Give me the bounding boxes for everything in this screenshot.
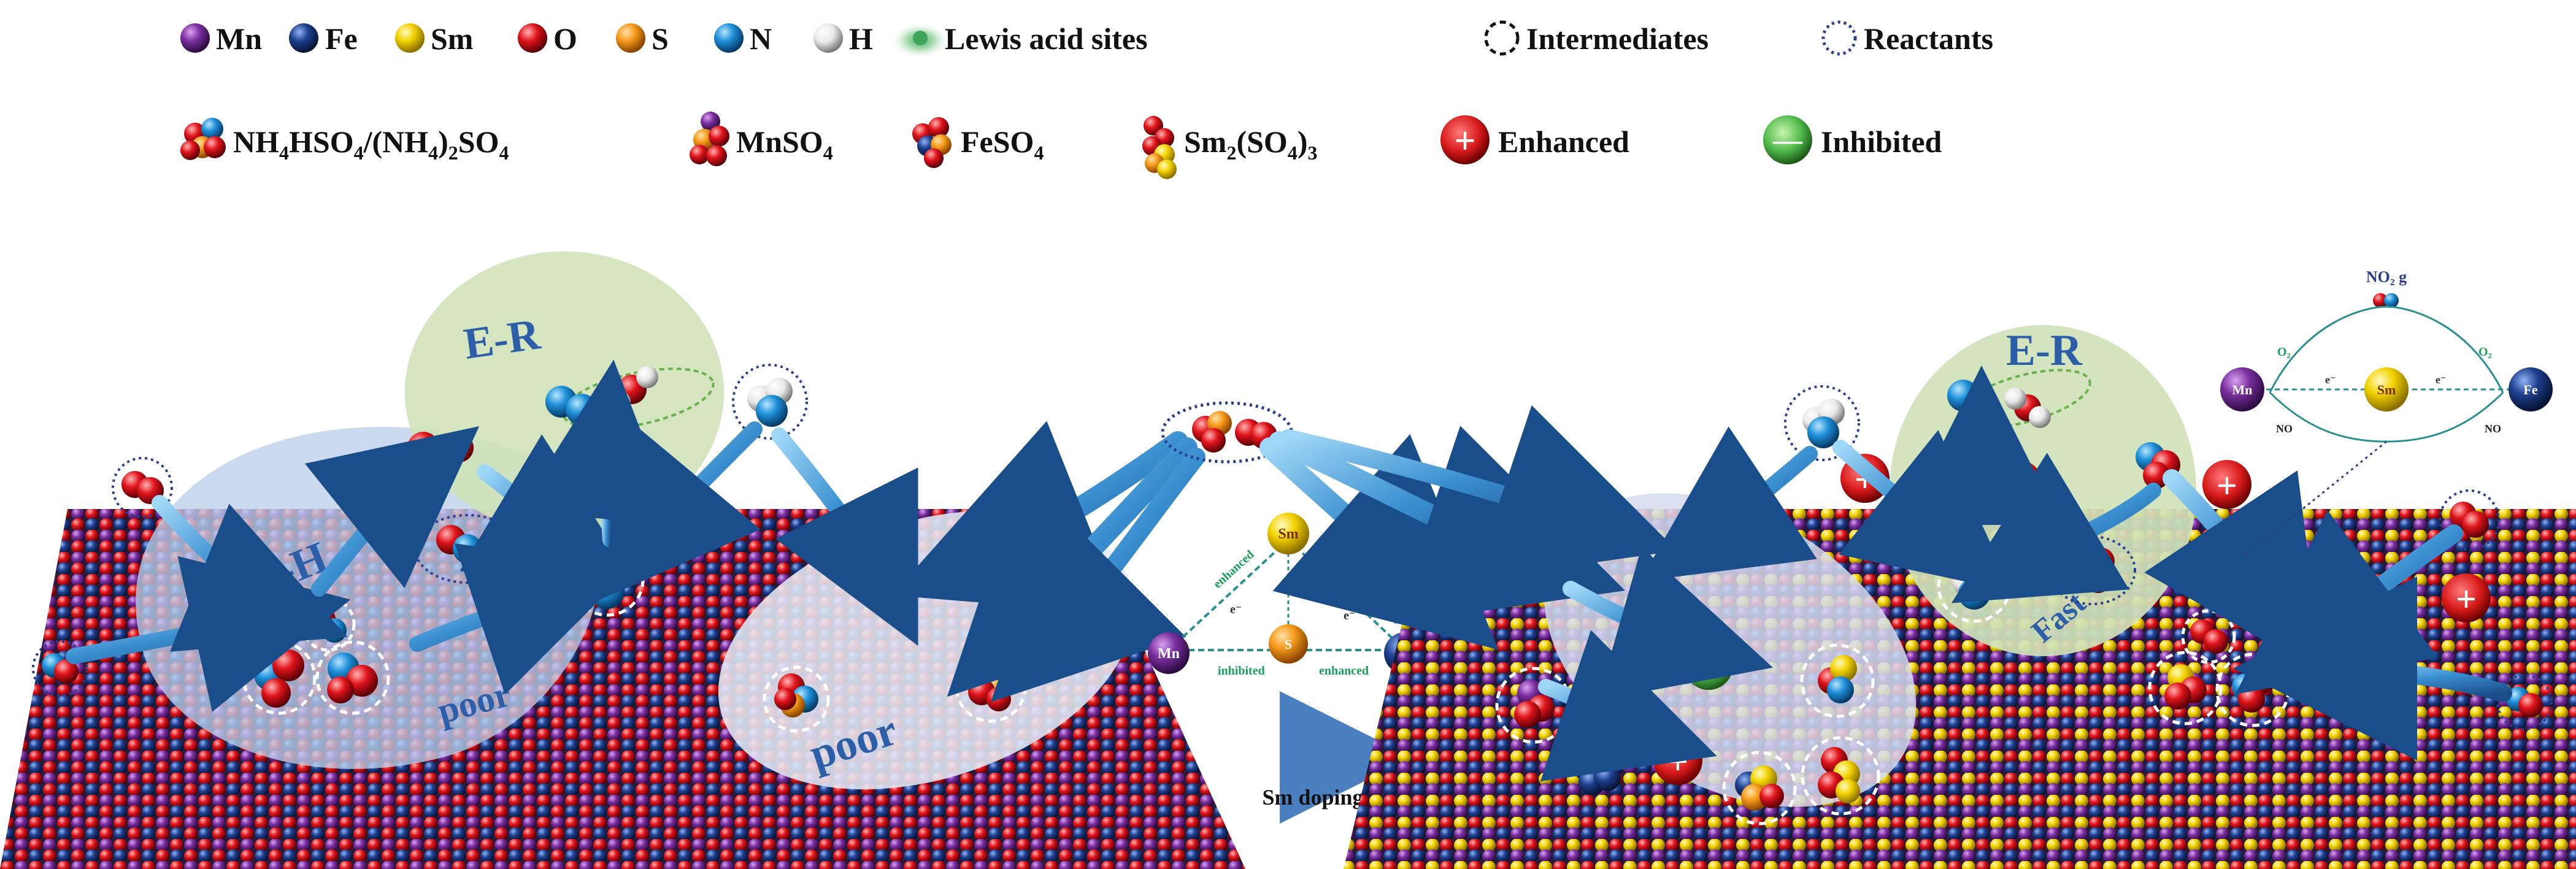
- svg-text:S: S: [1285, 637, 1292, 652]
- svg-text:O₂: O₂: [2277, 345, 2291, 359]
- svg-text:e⁻: e⁻: [2436, 373, 2447, 386]
- inset-no2-label: NO₂ g: [2366, 268, 2407, 286]
- nh3-reactant-left: [732, 364, 808, 440]
- legend-item-n: N: [714, 21, 772, 56]
- o-atom-icon: [518, 23, 547, 53]
- legend-item-o: O: [518, 21, 577, 56]
- sm-doping-arrow: Sm doping: [1221, 691, 1412, 824]
- sm-doping-label: Sm doping: [1262, 785, 1363, 810]
- legend-item-s: S: [616, 21, 669, 56]
- legend-item-mn: Mn: [180, 21, 262, 56]
- inset-node-mn: [2220, 367, 2264, 412]
- legend-item-feso4: FeSO4: [912, 117, 1044, 168]
- right-catalyst-surface: E-R Fast: [1259, 268, 2576, 869]
- legend-item-ammonium-sulfate: NH4HSO4/(NH4)2SO4: [180, 118, 509, 164]
- legend-label-h: H: [849, 21, 873, 56]
- legend-item-sm2so43: Sm2(SO4)3: [1142, 116, 1317, 179]
- inset-node-fe: [2509, 367, 2553, 412]
- svg-text:NO: NO: [2485, 423, 2501, 435]
- svg-text:+: +: [1667, 741, 1688, 782]
- legend-row-2: NH4HSO4/(NH4)2SO4 MnSO4: [180, 112, 1942, 179]
- triangle-enhanced-bottom: enhanced: [1319, 664, 1369, 678]
- inset-node-sm: [2364, 367, 2409, 412]
- svg-text:—: —: [1772, 124, 1803, 156]
- fe-atom-icon: [289, 23, 318, 53]
- legend-row-1: Mn Fe Sm O S N H Lewis acid site: [180, 20, 1993, 59]
- legend-label-feso4: FeSO4: [961, 124, 1044, 164]
- legend-label-ammonium-sulfate: NH4HSO4/(NH4)2SO4: [233, 124, 509, 164]
- legend-label-sm2so43: Sm2(SO4)3: [1184, 124, 1317, 164]
- reactants-circle-icon: [1821, 20, 1857, 56]
- svg-text:+: +: [1454, 120, 1475, 162]
- er-label-right: E-R: [2006, 326, 2083, 375]
- svg-text:+: +: [2008, 465, 2029, 506]
- legend-label-lewis: Lewis acid sites: [945, 21, 1148, 56]
- mnso4-cluster-icon: [690, 112, 729, 166]
- no-reactant-far-left: [32, 640, 88, 697]
- svg-text:O₂: O₂: [2478, 345, 2492, 359]
- ammonium-sulfate-cluster-icon: [180, 118, 226, 160]
- svg-text:Mn: Mn: [2232, 382, 2253, 397]
- legend-item-sm: Sm: [395, 21, 473, 56]
- svg-text:e⁻: e⁻: [1344, 609, 1355, 622]
- legend-label-mnso4: MnSO4: [736, 124, 833, 164]
- svg-text:Mn: Mn: [1158, 646, 1180, 662]
- legend-label-s: S: [652, 21, 669, 56]
- enhanced-plus-icon: [1440, 115, 1490, 164]
- legend-label-reactants: Reactants: [1864, 21, 1993, 56]
- legend-item-enhanced: + Enhanced: [1440, 115, 1629, 164]
- legend-item-intermediates: Intermediates: [1484, 20, 1709, 56]
- s-atom-icon: [616, 23, 645, 53]
- h-atom-icon: [813, 23, 843, 53]
- triangle-inhibited: inhibited: [1218, 664, 1265, 678]
- legend-item-lewis: Lewis acid sites: [891, 21, 1148, 59]
- svg-text:e⁻: e⁻: [1230, 603, 1242, 616]
- n-atom-icon: [714, 23, 744, 53]
- legend-label-fe: Fe: [325, 21, 358, 56]
- legend-label-sm: Sm: [431, 21, 473, 56]
- legend-item-fe: Fe: [289, 21, 358, 56]
- redox-cycle-inset: NO₂ g Mn Sm Fe O₂ O₂ NO NO e⁻ e⁻: [2220, 268, 2553, 556]
- er-label-left: E-R: [461, 309, 544, 369]
- svg-text:NO: NO: [2276, 423, 2293, 435]
- legend-item-reactants: Reactants: [1821, 20, 1993, 56]
- svg-text:Sm: Sm: [2377, 382, 2396, 397]
- legend-label-enhanced: Enhanced: [1498, 124, 1629, 159]
- svg-text:—: —: [1485, 564, 1515, 595]
- inhibited-minus-icon: [1763, 115, 1812, 164]
- svg-text:+: +: [2217, 465, 2237, 506]
- legend-label-mn: Mn: [216, 21, 262, 56]
- reaction-arrows-right: [1259, 366, 2512, 781]
- sm-atom-icon: [395, 23, 425, 53]
- svg-text:Fe: Fe: [2523, 382, 2537, 397]
- legend-label-o: O: [553, 21, 577, 56]
- legend-item-mnso4: MnSO4: [690, 112, 833, 166]
- svg-text:e⁻: e⁻: [2325, 373, 2336, 386]
- triangle-enhanced-left: enhanced: [1211, 548, 1257, 591]
- left-catalyst-surface: E-R L-H poor poor: [0, 251, 1245, 869]
- feso4-cluster-icon: [912, 117, 952, 168]
- intermediates-circle-icon: [1484, 20, 1520, 56]
- legend-item-inhibited: — Inhibited: [1763, 115, 1942, 164]
- svg-text:Sm: Sm: [1278, 526, 1298, 542]
- sm2so43-cluster-icon: [1142, 116, 1177, 179]
- svg-text:+: +: [2456, 579, 2477, 619]
- triangle-node-mn: [1148, 632, 1190, 674]
- triangle-induced-right: induced: [1354, 565, 1394, 603]
- legend-label-inhibited: Inhibited: [1821, 124, 1942, 159]
- legend-label-intermediates: Intermediates: [1526, 21, 1709, 56]
- reaction-arrows-left: [66, 359, 1205, 712]
- legend-label-n: N: [750, 21, 772, 56]
- mn-atom-icon: [180, 23, 210, 53]
- legend-item-h: H: [813, 21, 873, 56]
